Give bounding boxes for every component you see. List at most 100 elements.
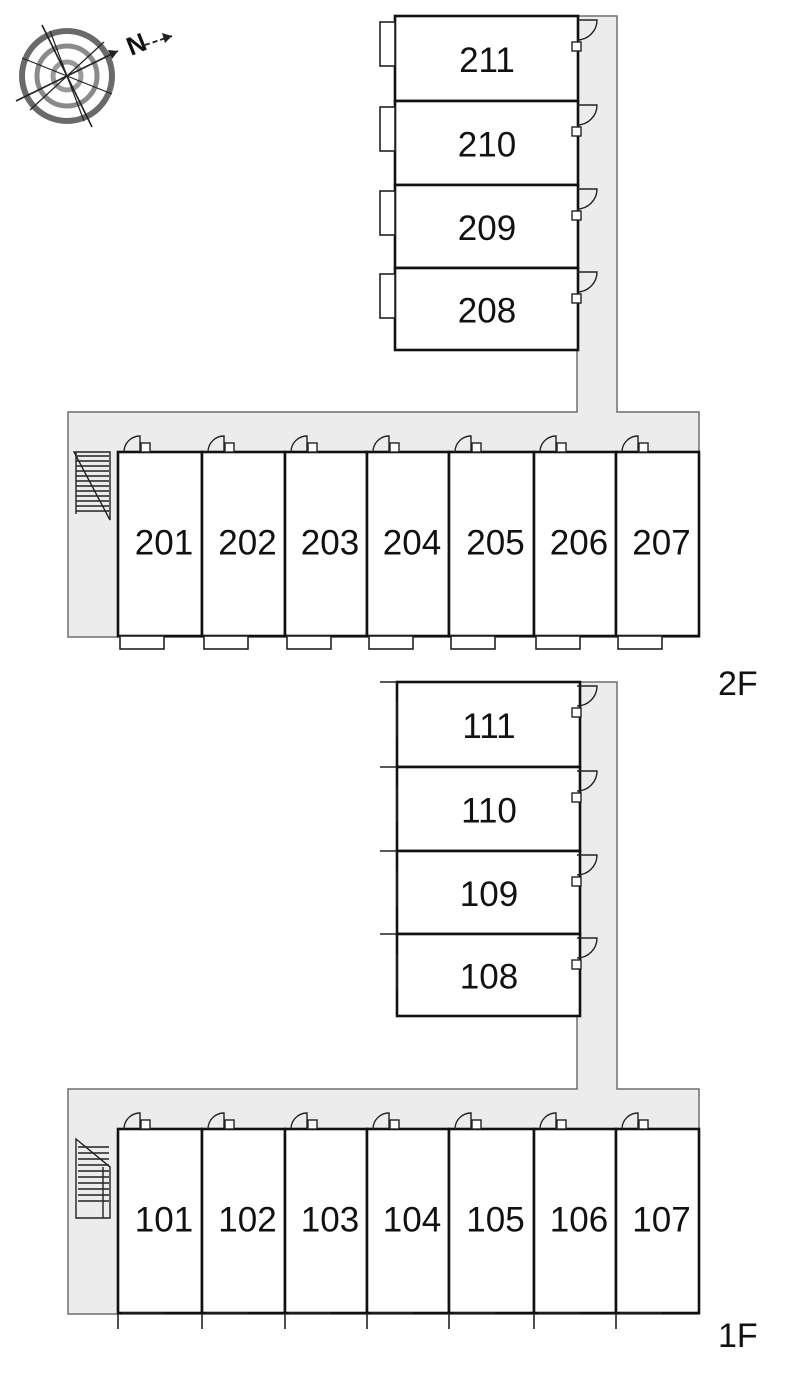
door-box-icon	[140, 442, 151, 453]
door-box-icon	[224, 442, 235, 453]
room-outline	[365, 1127, 451, 1315]
compass-north-letter: N	[122, 27, 151, 62]
balcony	[535, 635, 581, 650]
room-outline	[393, 266, 580, 352]
room-number: 204	[383, 523, 441, 562]
door-box-icon	[571, 792, 582, 803]
door-box-icon	[389, 442, 400, 453]
room-unit: 211	[379, 14, 598, 103]
door-swing-icon	[576, 104, 598, 126]
room-outline	[200, 1127, 287, 1315]
door-swing-icon	[576, 854, 598, 876]
room-number: 205	[466, 523, 524, 562]
stairs-icon	[75, 1137, 111, 1219]
room-number: 208	[458, 291, 516, 330]
room-unit: 107	[614, 1112, 701, 1329]
room-outline	[532, 1127, 618, 1315]
balcony	[119, 635, 165, 650]
room-number: 108	[460, 957, 518, 996]
balcony	[379, 190, 396, 236]
room-outline	[365, 450, 451, 638]
door-box-icon	[224, 1119, 235, 1130]
room-number: 203	[301, 523, 359, 562]
room-unit: 101	[116, 1112, 204, 1329]
balcony	[203, 635, 249, 650]
room-number: 201	[135, 523, 193, 562]
door-box-icon	[571, 210, 582, 221]
door-swing-icon	[576, 188, 598, 210]
room-outline	[393, 14, 580, 103]
room-outline	[283, 450, 369, 638]
room-unit: 210	[379, 99, 598, 187]
door-box-icon	[140, 1119, 151, 1130]
door-box-icon	[471, 442, 482, 453]
door-swing-icon	[576, 770, 598, 792]
room-number: 211	[459, 41, 515, 80]
room-number: 102	[218, 1200, 276, 1239]
door-swing-icon	[372, 435, 390, 453]
door-box-icon	[571, 707, 582, 718]
room-number: 107	[632, 1200, 690, 1239]
door-box-icon	[571, 293, 582, 304]
door-swing-icon	[576, 685, 598, 707]
door-swing-icon	[454, 1112, 472, 1130]
balcony	[379, 21, 396, 67]
room-number: 105	[466, 1200, 524, 1239]
door-swing-icon	[539, 435, 557, 453]
room-number: 111	[462, 707, 515, 746]
door-swing-icon	[207, 435, 225, 453]
room-unit: 204	[365, 435, 451, 650]
room-unit: 105	[447, 1112, 536, 1329]
balcony	[368, 635, 414, 650]
door-swing-icon	[207, 1112, 225, 1130]
door-box-icon	[638, 442, 649, 453]
compass-rose-icon	[15, 24, 173, 128]
room-unit: 102	[200, 1112, 287, 1329]
room-number: 106	[550, 1200, 608, 1239]
room-unit: 104	[365, 1112, 451, 1329]
door-box-icon	[571, 959, 582, 970]
room-unit: 201	[116, 435, 204, 650]
room-unit: 207	[614, 435, 701, 650]
room-number: 206	[550, 523, 608, 562]
room-outline	[447, 1127, 536, 1315]
room-unit: 202	[200, 435, 287, 650]
room-number: 109	[460, 875, 518, 914]
door-swing-icon	[621, 1112, 639, 1130]
door-box-icon	[389, 1119, 400, 1130]
floor-label: 2F	[718, 665, 758, 703]
door-swing-icon	[454, 435, 472, 453]
door-swing-icon	[123, 1112, 141, 1130]
room-unit: 209	[379, 183, 598, 270]
room-outline	[395, 849, 582, 936]
room-number: 207	[632, 523, 690, 562]
door-box-icon	[571, 41, 582, 52]
room-number: 202	[218, 523, 276, 562]
room-unit: 108	[380, 932, 598, 1018]
room-unit: 205	[447, 435, 536, 650]
door-swing-icon	[576, 937, 598, 959]
room-number: 103	[301, 1200, 359, 1239]
balcony	[617, 635, 663, 650]
room-outline	[116, 1127, 204, 1315]
door-swing-icon	[290, 1112, 308, 1130]
stairs-icon	[72, 451, 111, 521]
door-swing-icon	[123, 435, 141, 453]
room-outline	[532, 450, 618, 638]
room-unit: 203	[283, 435, 369, 650]
door-swing-icon	[539, 1112, 557, 1130]
floor-label: 1F	[718, 1317, 758, 1355]
room-outline	[614, 1127, 701, 1315]
room-number: 110	[461, 791, 517, 830]
door-box-icon	[556, 442, 567, 453]
balcony	[379, 106, 396, 152]
door-swing-icon	[290, 435, 308, 453]
room-outline	[614, 450, 701, 638]
door-box-icon	[471, 1119, 482, 1130]
room-unit: 103	[283, 1112, 369, 1329]
door-swing-icon	[576, 19, 598, 41]
